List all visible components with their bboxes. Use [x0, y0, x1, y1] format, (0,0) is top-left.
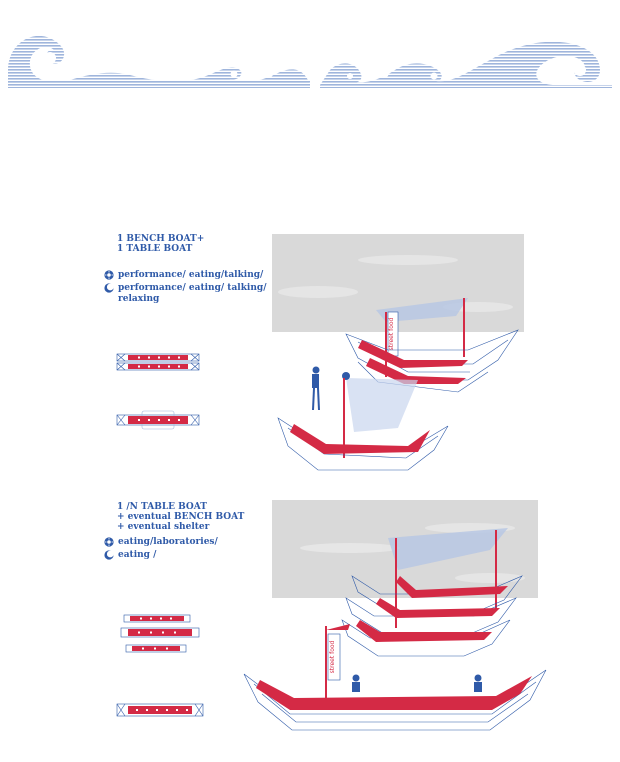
section2-title-line3: + eventual shelter: [117, 522, 210, 532]
shelter-canopy: [376, 298, 468, 322]
wave-pattern-header: [8, 35, 612, 88]
moon-icon: [104, 550, 114, 560]
section2-title-line1: 1 /N TABLE BOAT: [117, 502, 207, 512]
banner-text: street food: [388, 317, 395, 350]
section2-title-line2: + eventual BENCH BOAT: [117, 512, 245, 522]
person-seated-icon: [474, 674, 482, 692]
banner-text: street food: [329, 640, 336, 673]
plan-bench-table-boat: [116, 353, 200, 371]
section2-night-activity: eating /: [118, 550, 157, 560]
section1-title-line1: 1 BENCH BOAT+: [117, 234, 205, 244]
illustration-bench-table-boats: street food: [272, 234, 524, 471]
spotlight-beam: [346, 378, 418, 432]
section1-day-activity: performance/ eating/talking/: [118, 270, 264, 280]
section1-night-activity-line1: performance/ eating/ talking/: [118, 283, 267, 293]
sun-icon: [104, 537, 114, 547]
illustration-table-boats-shelter: street food: [243, 500, 547, 731]
person-seated-icon: [352, 674, 360, 692]
sun-icon: [104, 270, 114, 280]
street-food-banner: [327, 633, 341, 681]
plan-long-table-boat: [116, 703, 204, 717]
section1-title-line2: 1 TABLE BOAT: [117, 244, 193, 254]
moon-icon: [104, 283, 114, 293]
section1-night-activity-line2: relaxing: [118, 294, 160, 304]
plan-multiple-table-boats: [120, 614, 200, 653]
plan-boat-with-shelter: [116, 410, 200, 430]
section2-day-activity: eating/laboratories/: [118, 537, 218, 547]
shelter-canopy: [388, 528, 508, 570]
person-standing-icon: [312, 366, 320, 411]
